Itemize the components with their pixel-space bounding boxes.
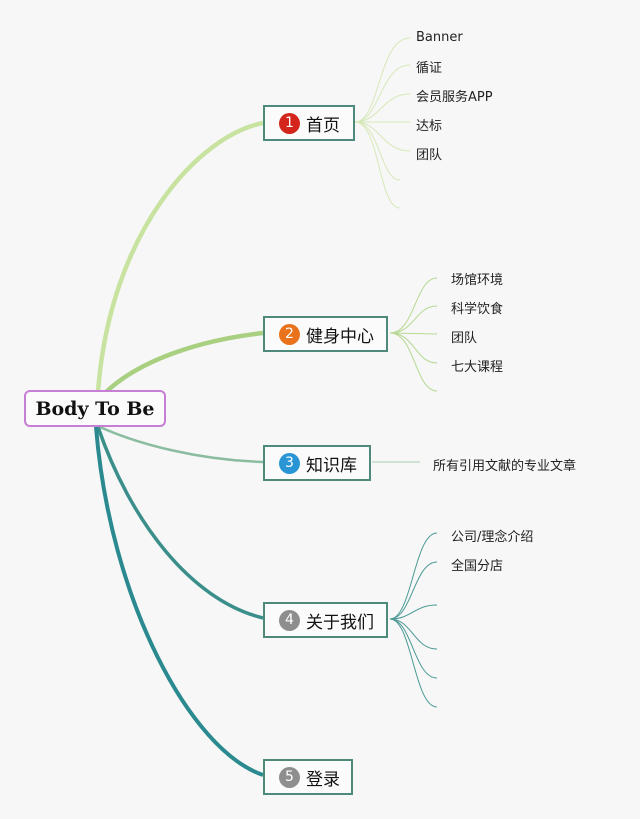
leaf-item[interactable]: 场馆环境: [451, 273, 504, 288]
branch-node-knowledge-base[interactable]: 3 知识库: [263, 445, 371, 481]
branch-node-home[interactable]: 1 首页: [263, 105, 355, 141]
branch-label: 首页: [306, 115, 340, 136]
number-badge-icon: 1: [279, 112, 300, 134]
number-badge-icon: 4: [279, 609, 300, 631]
leaf-item[interactable]: Banner: [416, 30, 463, 45]
number-badge-icon: 5: [279, 766, 300, 788]
connector-root-to-branch-3: [99, 425, 264, 464]
branch-node-login[interactable]: 5 登录: [263, 759, 353, 795]
number-badge-icon: 3: [279, 452, 300, 474]
leaf-item[interactable]: 团队: [451, 331, 478, 346]
leaf-item[interactable]: 达标: [416, 119, 443, 134]
connector-root-to-branch-4: [96, 426, 264, 620]
number-badge-icon: 2: [279, 323, 300, 345]
branch-label: 登录: [306, 769, 340, 790]
branch-label: 关于我们: [306, 612, 374, 633]
leaf-item[interactable]: 所有引用文献的专业文章: [433, 459, 577, 474]
branch-1-leaf-connectors: [354, 37, 411, 209]
branch-label: 健身中心: [306, 326, 374, 347]
leaf-item[interactable]: 公司/理念介绍: [451, 530, 534, 545]
branch-label: 知识库: [306, 455, 357, 476]
connector-root-to-branch-5: [94, 426, 264, 777]
leaf-item[interactable]: 团队: [416, 148, 443, 163]
branch-node-fitness-center[interactable]: 2 健身中心: [263, 316, 388, 352]
connector-root-to-branch-2: [104, 330, 264, 394]
leaf-item[interactable]: 科学饮食: [451, 302, 504, 317]
leaf-item[interactable]: 会员服务APP: [416, 90, 493, 105]
leaf-item[interactable]: 循证: [416, 61, 443, 76]
root-node[interactable]: Body To Be: [24, 390, 166, 427]
leaf-item[interactable]: 七大课程: [451, 360, 504, 375]
connector-root-to-branch-1: [95, 120, 264, 393]
branch-2-leaf-connectors: [389, 277, 438, 392]
branch-node-about-us[interactable]: 4 关于我们: [263, 602, 388, 638]
branch-4-leaf-connectors: [389, 532, 438, 708]
leaf-item[interactable]: 全国分店: [451, 559, 504, 574]
root-node-label: Body To Be: [35, 397, 155, 420]
